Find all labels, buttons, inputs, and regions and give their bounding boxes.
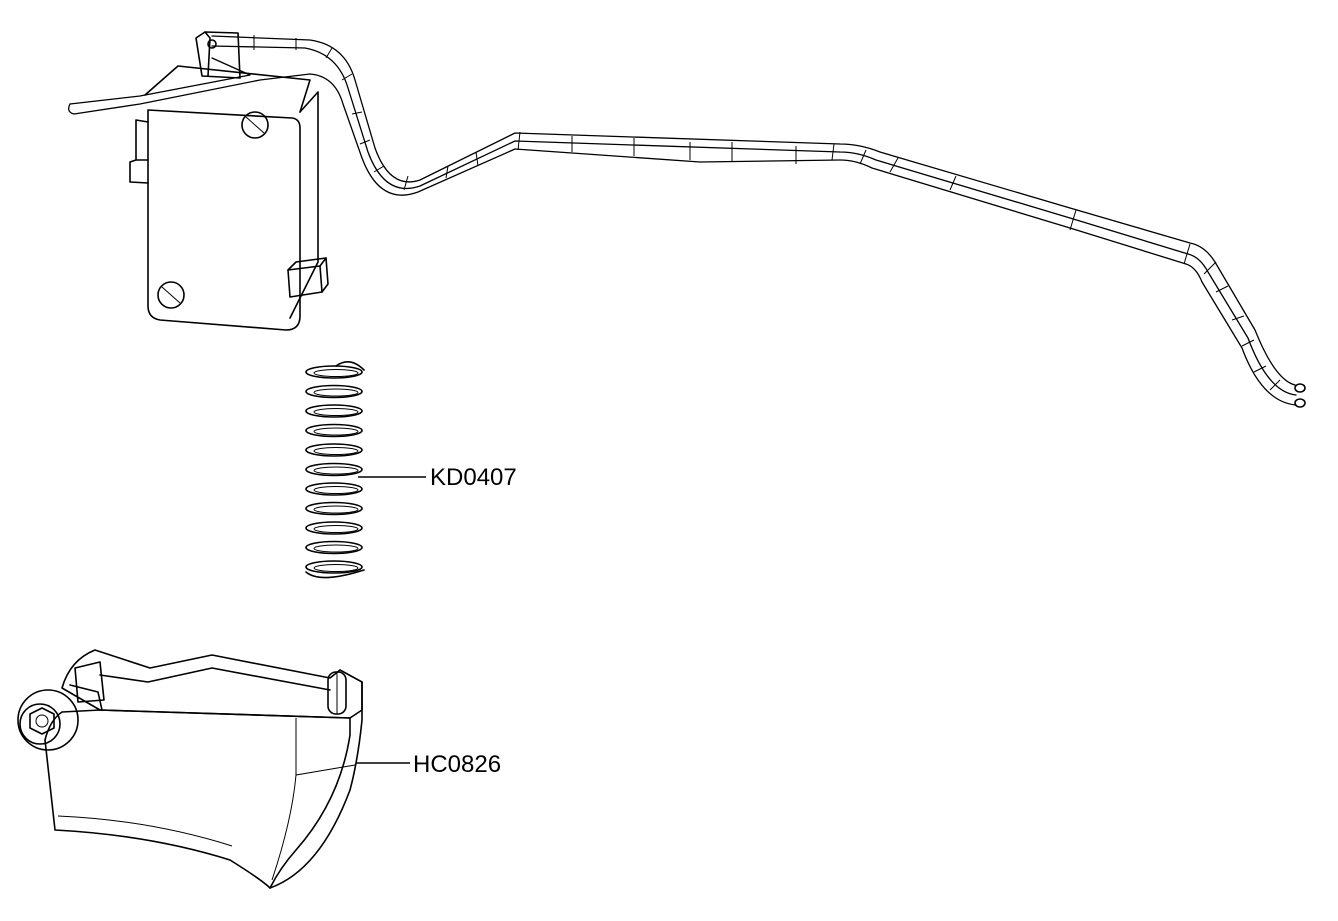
- spring-coil: [305, 462, 363, 477]
- spring-coil: [305, 501, 363, 516]
- trigger-part: HC0826: [17, 649, 501, 889]
- spring-coil: [305, 443, 363, 457]
- spring-coil-inner: [313, 564, 359, 572]
- trigger-part-label: HC0826: [413, 751, 501, 778]
- trigger-body: [44, 649, 363, 889]
- spring-coil-inner: [313, 388, 359, 397]
- spring-coil-inner: [313, 544, 359, 553]
- spring-coil-inner: [313, 369, 359, 377]
- spring-coil-inner: [313, 427, 359, 436]
- spring-coil: [305, 365, 363, 379]
- micro-switch-assembly: [68, 31, 1306, 408]
- spring-coil: [305, 404, 363, 418]
- spring-coil-inner: [313, 505, 359, 514]
- spring-coil-inner: [313, 525, 359, 533]
- wire-harness: [68, 35, 1306, 408]
- spring-coil-inner: [313, 486, 359, 494]
- pivot-bolt: [17, 689, 79, 751]
- spring-coil: [305, 540, 363, 555]
- spring-part-label: KD0407: [430, 464, 517, 491]
- spring-coil: [305, 560, 363, 574]
- micro-switch-body: [129, 31, 329, 331]
- spring-coil: [305, 521, 363, 535]
- spring-coil-inner: [313, 408, 359, 416]
- spring-coil: [305, 423, 363, 438]
- spring-coil: [305, 384, 363, 399]
- spring-coil: [305, 482, 363, 496]
- spring-coil-inner: [313, 466, 359, 475]
- spring-end-turns: [305, 361, 365, 579]
- spring-part: KD0407: [305, 361, 517, 579]
- spring-coil-inner: [313, 447, 359, 455]
- compression-spring-coils: [305, 361, 365, 579]
